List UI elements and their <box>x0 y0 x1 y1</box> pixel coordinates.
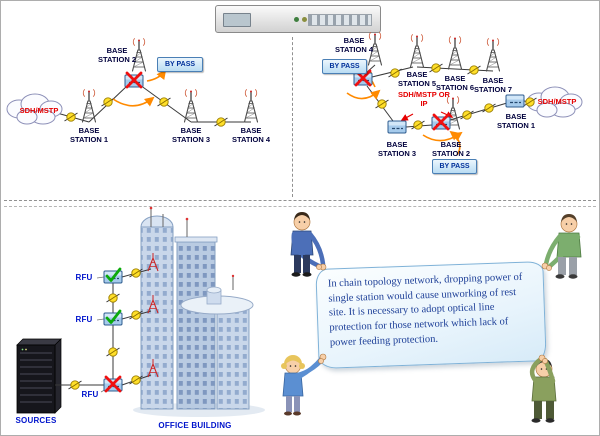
rfu-label-1: RFU <box>75 273 93 282</box>
fiber-splice-icon <box>467 65 481 75</box>
right-network <box>346 31 583 156</box>
left-station-3-label: BASE STATION 3 <box>171 126 211 144</box>
right-station-2-label: BASE STATION 2 <box>431 140 471 158</box>
mux-node-icon <box>387 120 407 134</box>
fiber-splice-icon <box>375 99 389 109</box>
fiber-splice-icon <box>68 380 82 390</box>
office-building-label: OFFICE BUILDING <box>158 421 232 430</box>
device-ports <box>308 14 372 26</box>
antenna-tower-icon <box>447 35 463 70</box>
left-bypass-badge: BY PASS <box>157 57 203 72</box>
person-bottom-left <box>281 353 327 416</box>
antenna-tower-icon <box>243 88 259 123</box>
fiber-splice-icon <box>482 103 496 113</box>
bottom-left-scene <box>16 206 265 417</box>
right-bypass-bottom-badge: BY PASS <box>432 159 477 174</box>
right-station-4-label: BASE STATION 4 <box>334 36 374 54</box>
device-display <box>223 13 251 27</box>
link-type-arrow <box>400 113 414 121</box>
rfu-label-2: RFU <box>75 315 93 324</box>
right-station-3-label: BASE STATION 3 <box>377 140 417 158</box>
fiber-splice-icon <box>64 112 78 122</box>
person-top-left <box>290 212 327 277</box>
sources-label: SOURCES <box>15 416 57 425</box>
bypass-arrow <box>112 96 155 107</box>
left-network <box>6 37 259 127</box>
right-station-5-label: BASE STATION 5 <box>397 70 437 88</box>
equipment-photo <box>215 5 381 33</box>
fiber-splice-icon <box>101 97 115 107</box>
device-led <box>294 17 299 22</box>
person-top-right <box>541 214 582 279</box>
mux-node-icon <box>505 94 525 108</box>
bypass-arrow <box>449 130 461 156</box>
vertical-divider <box>292 37 293 197</box>
antenna-tower-icon <box>485 37 501 72</box>
link-type-label: SDH/MSTP OR IP <box>398 90 450 108</box>
link-type-arrow <box>440 111 454 118</box>
bypass-arrow <box>146 69 167 82</box>
fiber-splice-icon <box>214 117 228 127</box>
right-station-1-label: BASE STATION 1 <box>496 112 536 130</box>
antenna-tower-icon <box>183 88 199 123</box>
office-building <box>133 206 265 417</box>
sources-cabinet <box>16 338 62 414</box>
person-bottom-right <box>529 354 557 423</box>
fiber-splice-icon <box>106 293 120 303</box>
horizontal-divider <box>4 200 596 201</box>
rfu-label-3: RFU <box>81 390 99 399</box>
bypass-arrow <box>346 89 381 100</box>
right-cloud-label: SDH/MSTP <box>537 97 577 106</box>
left-station-1-label: BASE STATION 1 <box>69 126 109 144</box>
left-cloud-label: SDH/MSTP <box>19 106 59 115</box>
left-station-4-label: BASE STATION 4 <box>231 126 271 144</box>
right-station-7-label: BASE STATION 7 <box>473 76 513 94</box>
left-station-2-label: BASE STATION 2 <box>97 46 137 64</box>
fiber-splice-icon <box>106 347 120 357</box>
fiber-splice-icon <box>460 110 474 120</box>
antenna-tower-icon <box>409 33 425 68</box>
right-station-6-label: BASE STATION 6 <box>435 74 475 92</box>
right-bypass-top-badge: BY PASS <box>322 59 367 74</box>
fiber-splice-icon <box>411 120 425 130</box>
horizontal-divider-2 <box>4 206 596 207</box>
